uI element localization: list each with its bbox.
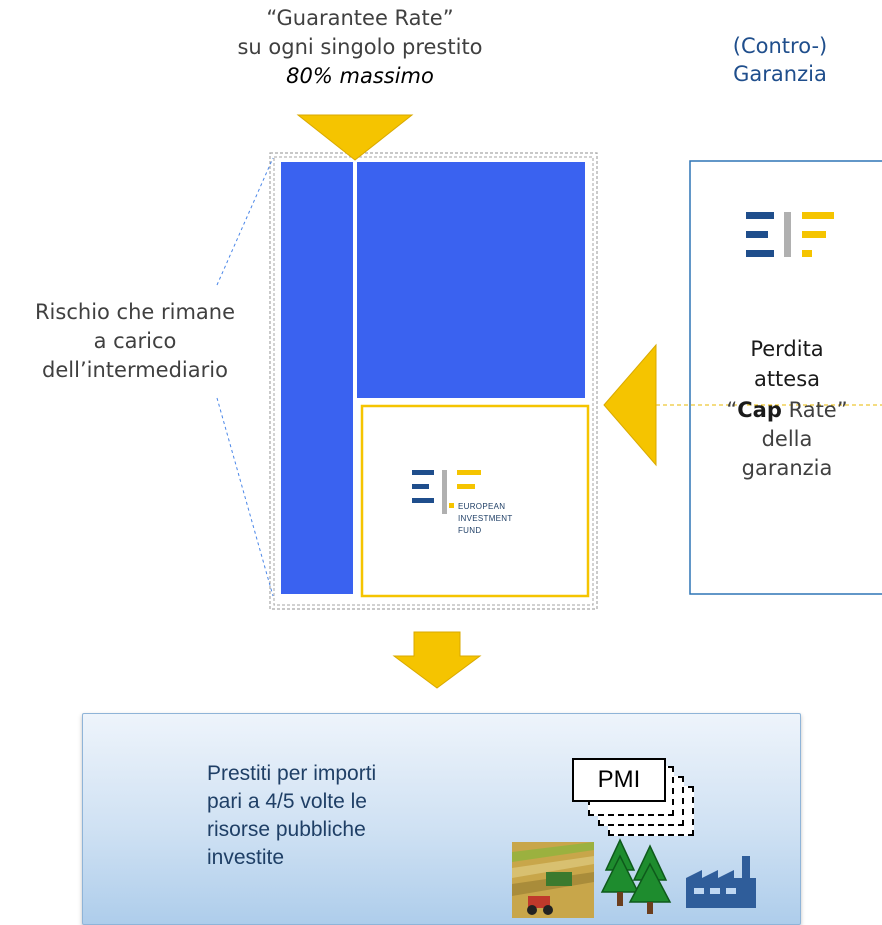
rischio-line2: a carico: [93, 329, 177, 353]
intermediary-risk-block: [281, 162, 353, 594]
cap-rate-quote: “: [726, 398, 738, 422]
expected-loss-label: Perdita attesa: [692, 334, 882, 394]
guaranteed-portion-block: [357, 162, 585, 398]
cap-rate-label: “Cap Rate” della garanzia: [692, 396, 882, 483]
farm-icon: [512, 842, 594, 918]
outcome-line1: Prestiti per importi: [207, 762, 377, 785]
rischio-line3: dell’intermediario: [42, 358, 228, 382]
guarantee-rate-max: 80% massimo: [286, 64, 434, 88]
cap-rate-title: “Cap Rate”: [692, 396, 882, 425]
intermediary-risk-label: Rischio che rimane a carico dell’interme…: [10, 298, 260, 385]
rischio-line1: Rischio che rimane: [34, 300, 236, 324]
eif-text-line2: INVESTMENT: [458, 514, 513, 523]
trees-icon: [600, 838, 672, 914]
outcome-line4: investite: [207, 846, 285, 869]
loan-portfolio-inner-frame: [273, 156, 594, 606]
cap-rate-bold: Cap: [737, 398, 782, 422]
perdita-line2: attesa: [753, 367, 821, 391]
arrow-left-icon: [603, 343, 657, 467]
guarantee-rate-title: “Guarantee Rate”: [266, 6, 454, 30]
cap-rate-rest: Rate”: [781, 398, 848, 422]
connector-bottom: [216, 397, 274, 597]
controgaranzia-label: (Contro-) Garanzia: [700, 32, 860, 88]
outcome-line3: risorse pubbliche: [207, 818, 366, 841]
controgaranzia-line1: (Contro-): [732, 34, 828, 58]
guarantee-rate-label: “Guarantee Rate” su ogni singolo prestit…: [180, 4, 540, 91]
outcome-line2: pari a 4/5 volte le: [207, 790, 367, 813]
arrow-down-icon: [392, 631, 482, 689]
perdita-line1: Perdita: [750, 337, 824, 361]
controgaranzia-line2: Garanzia: [733, 62, 827, 86]
eif-text-line3: FUND: [458, 526, 482, 535]
cap-rate-line3: garanzia: [741, 456, 833, 480]
connector-top: [216, 157, 274, 286]
eif-logo-small-icon: [412, 470, 481, 514]
guarantee-rate-pointer: [296, 114, 414, 161]
counter-guarantee-frame: [689, 160, 882, 595]
guarantee-rate-subtitle: su ogni singolo prestito: [237, 35, 483, 59]
eif-text-line1: EUROPEAN: [458, 502, 506, 511]
loan-portfolio-frame: [269, 152, 598, 610]
cap-rate-line2: della: [761, 427, 813, 451]
outcome-text: Prestiti per importi pari a 4/5 volte le…: [207, 760, 507, 872]
cap-rate-box: [360, 404, 590, 598]
eif-logo-icon: [746, 212, 834, 257]
eif-logo-text: EUROPEAN INVESTMENT FUND: [458, 501, 513, 537]
factory-icon: [686, 856, 756, 908]
pmi-card-front: PMI: [572, 758, 666, 802]
